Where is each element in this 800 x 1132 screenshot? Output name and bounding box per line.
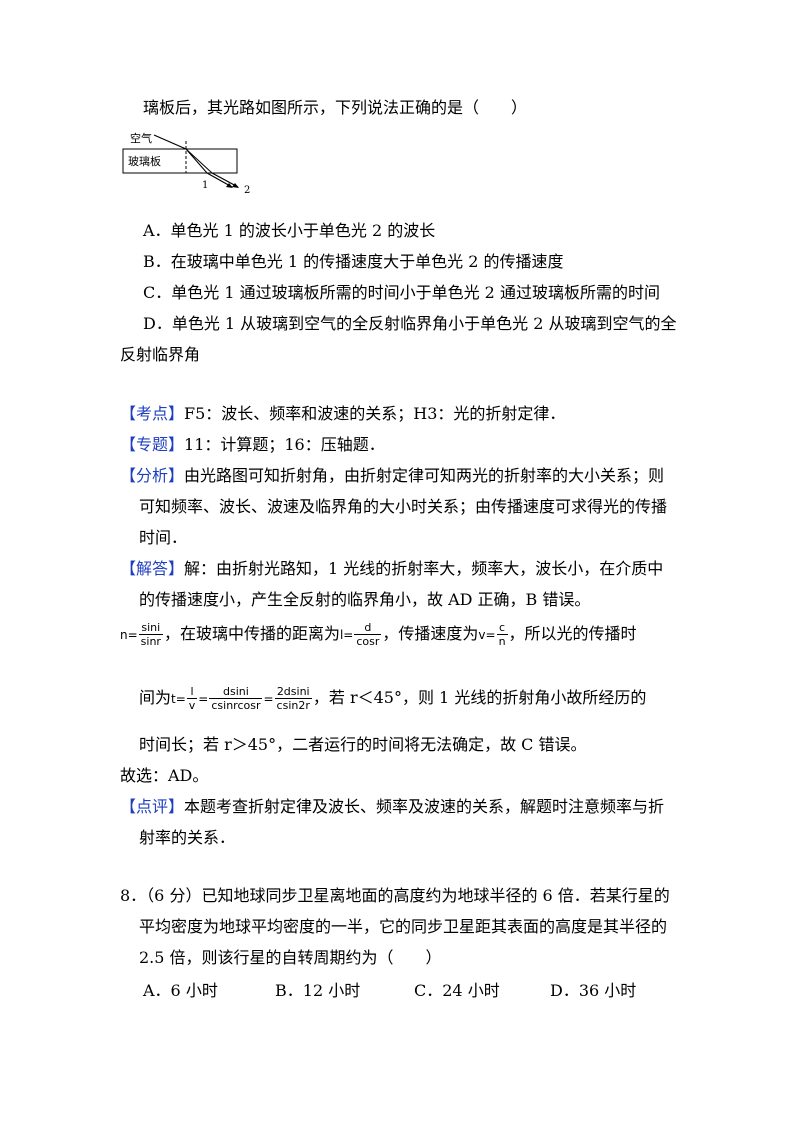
formula-line-t-text-b: ，若 r＜45°，则 1 光线的折射角小故所经历的 xyxy=(312,688,647,707)
formula-l-lhs: l= xyxy=(339,628,354,642)
formula-l-denominator: cosr xyxy=(354,634,382,648)
formula-line-n-text-b: ，传播速度为 xyxy=(382,624,479,643)
air-label: 空气 xyxy=(130,131,152,145)
question8-line2: 平均密度为地球平均密度的一半，它的同步卫星距其表面的高度是其半径的 xyxy=(139,917,668,936)
jieda-text-1: 解：由折射光路知，1 光线的折射率大，频率大，波长小，在介质中 xyxy=(184,559,664,578)
formula-t-lhs: t= xyxy=(171,692,186,706)
formula-n-numerator: sini xyxy=(141,621,161,634)
question8-line1: 8．（6 分）已知地球同步卫星离地面的高度约为地球半径的 6 倍．若某行星的 xyxy=(120,886,670,905)
zhuanti-text: 11：计算题；16：压轴题． xyxy=(184,435,385,454)
fenxi-line1: 【分析】由光路图可知折射角，由折射定律可知两光的折射率的大小关系；则 xyxy=(120,466,664,486)
formula-line-t-text-a: 间为 xyxy=(139,688,172,707)
formula-t1-numerator: l xyxy=(190,685,194,698)
fenxi-line3: 时间． xyxy=(139,528,188,547)
incident-ray xyxy=(153,134,187,150)
option-d-line2: 反射临界角 xyxy=(120,345,201,364)
dianping-tag: 【点评】 xyxy=(120,797,185,816)
jieda-line5: 时间长；若 r＞45°，二者运行的时间将无法确定，故 C 错误。 xyxy=(139,735,587,754)
formula-l-numerator: d xyxy=(364,621,372,634)
dianping-text-1: 本题考查折射定律及波长、频率及波速的关系，解题时注意频率与折 xyxy=(184,797,665,816)
formula-v-lhs: v= xyxy=(478,628,496,642)
formula-line-n-text-a: ，在玻璃中传播的距离为 xyxy=(163,624,340,643)
fenxi-tag: 【分析】 xyxy=(120,466,185,485)
jieda-line2: 的传播速度小，产生全反射的临界角小，故 AD 正确，B 错误。 xyxy=(139,590,591,609)
formula-t1-denominator: v xyxy=(186,698,198,712)
fenxi-text-1: 由光路图可知折射角，由折射定律可知两光的折射率的大小关系；则 xyxy=(184,466,665,485)
zhuanti-tag: 【专题】 xyxy=(120,435,185,454)
option-a: A．单色光 1 的波长小于单色光 2 的波长 xyxy=(143,221,436,240)
kaodian-line: 【考点】F5：波长、频率和波速的关系；H3：光的折射定律． xyxy=(120,404,565,424)
question8-line3: 2.5 倍，则该行星的自转周期约为（ ） xyxy=(139,948,442,967)
formula-t2-numerator: dsini xyxy=(223,685,249,698)
dianping-line1: 【点评】本题考查折射定律及波长、频率及波速的关系，解题时注意频率与折 xyxy=(120,797,664,817)
formula-t3-denominator: csin2r xyxy=(274,698,312,712)
question8-option-c: C．24 小时 xyxy=(414,981,500,1000)
emergent-ray-2 xyxy=(211,172,239,188)
ray2-label: 2 xyxy=(244,185,250,196)
formula-t3-numerator: 2dsini xyxy=(276,685,310,698)
jieda-tag: 【解答】 xyxy=(120,559,185,578)
kaodian-tag: 【考点】 xyxy=(120,404,185,423)
jieda-line1: 【解答】解：由折射光路知，1 光线的折射率大，频率大，波长小，在介质中 xyxy=(120,559,663,579)
refracted-ray-1 xyxy=(185,148,208,174)
formula-n-lhs: n= xyxy=(120,628,138,642)
fenxi-line2: 可知频率、波长、波速及临界角的大小时关系；由传播速度可求得光的传播 xyxy=(139,497,668,516)
question8-option-a: A．6 小时 xyxy=(143,981,218,1000)
question8-option-d: D．36 小时 xyxy=(550,981,637,1000)
formula-t2-denominator: csinrcosr xyxy=(209,698,263,712)
ray1-label: 1 xyxy=(202,180,208,191)
formula-n-denominator: sinr xyxy=(138,634,163,648)
question8-option-b: B．12 小时 xyxy=(275,981,361,1000)
arrow-head-1 xyxy=(226,183,233,188)
zhuanti-line: 【专题】11：计算题；16：压轴题． xyxy=(120,435,385,455)
kaodian-text: F5：波长、频率和波速的关系；H3：光的折射定律． xyxy=(184,404,566,423)
glass-label: 玻璃板 xyxy=(128,154,161,168)
formula-eq1: = xyxy=(198,692,209,706)
refracted-ray-2 xyxy=(185,148,213,174)
formula-v-numerator: c xyxy=(499,621,506,634)
light-path-figure: 空气 玻璃板 1 2 xyxy=(122,131,250,196)
formula-eq2: = xyxy=(263,692,274,706)
option-d-line1: D．单色光 1 从玻璃到空气的全反射临界角小于单色光 2 从玻璃到空气的全 xyxy=(143,314,677,333)
option-c: C．单色光 1 通过玻璃板所需的时间小于单色光 2 通过玻璃板所需的时间 xyxy=(143,283,660,302)
formula-line-n-text-c: ，所以光的传播时 xyxy=(508,624,637,643)
dianping-line2: 射率的关系． xyxy=(139,828,236,847)
option-b: B．在玻璃中单色光 1 的传播速度大于单色光 2 的传播速度 xyxy=(143,252,564,271)
formula-v-denominator: n xyxy=(496,634,508,648)
question-stem: 璃板后，其光路如图所示，下列说法正确的是（ ） xyxy=(143,98,528,117)
arrow-head-2 xyxy=(232,183,239,188)
guxuan-line: 故选：AD。 xyxy=(120,766,209,785)
glass-plate-outline xyxy=(122,148,238,174)
